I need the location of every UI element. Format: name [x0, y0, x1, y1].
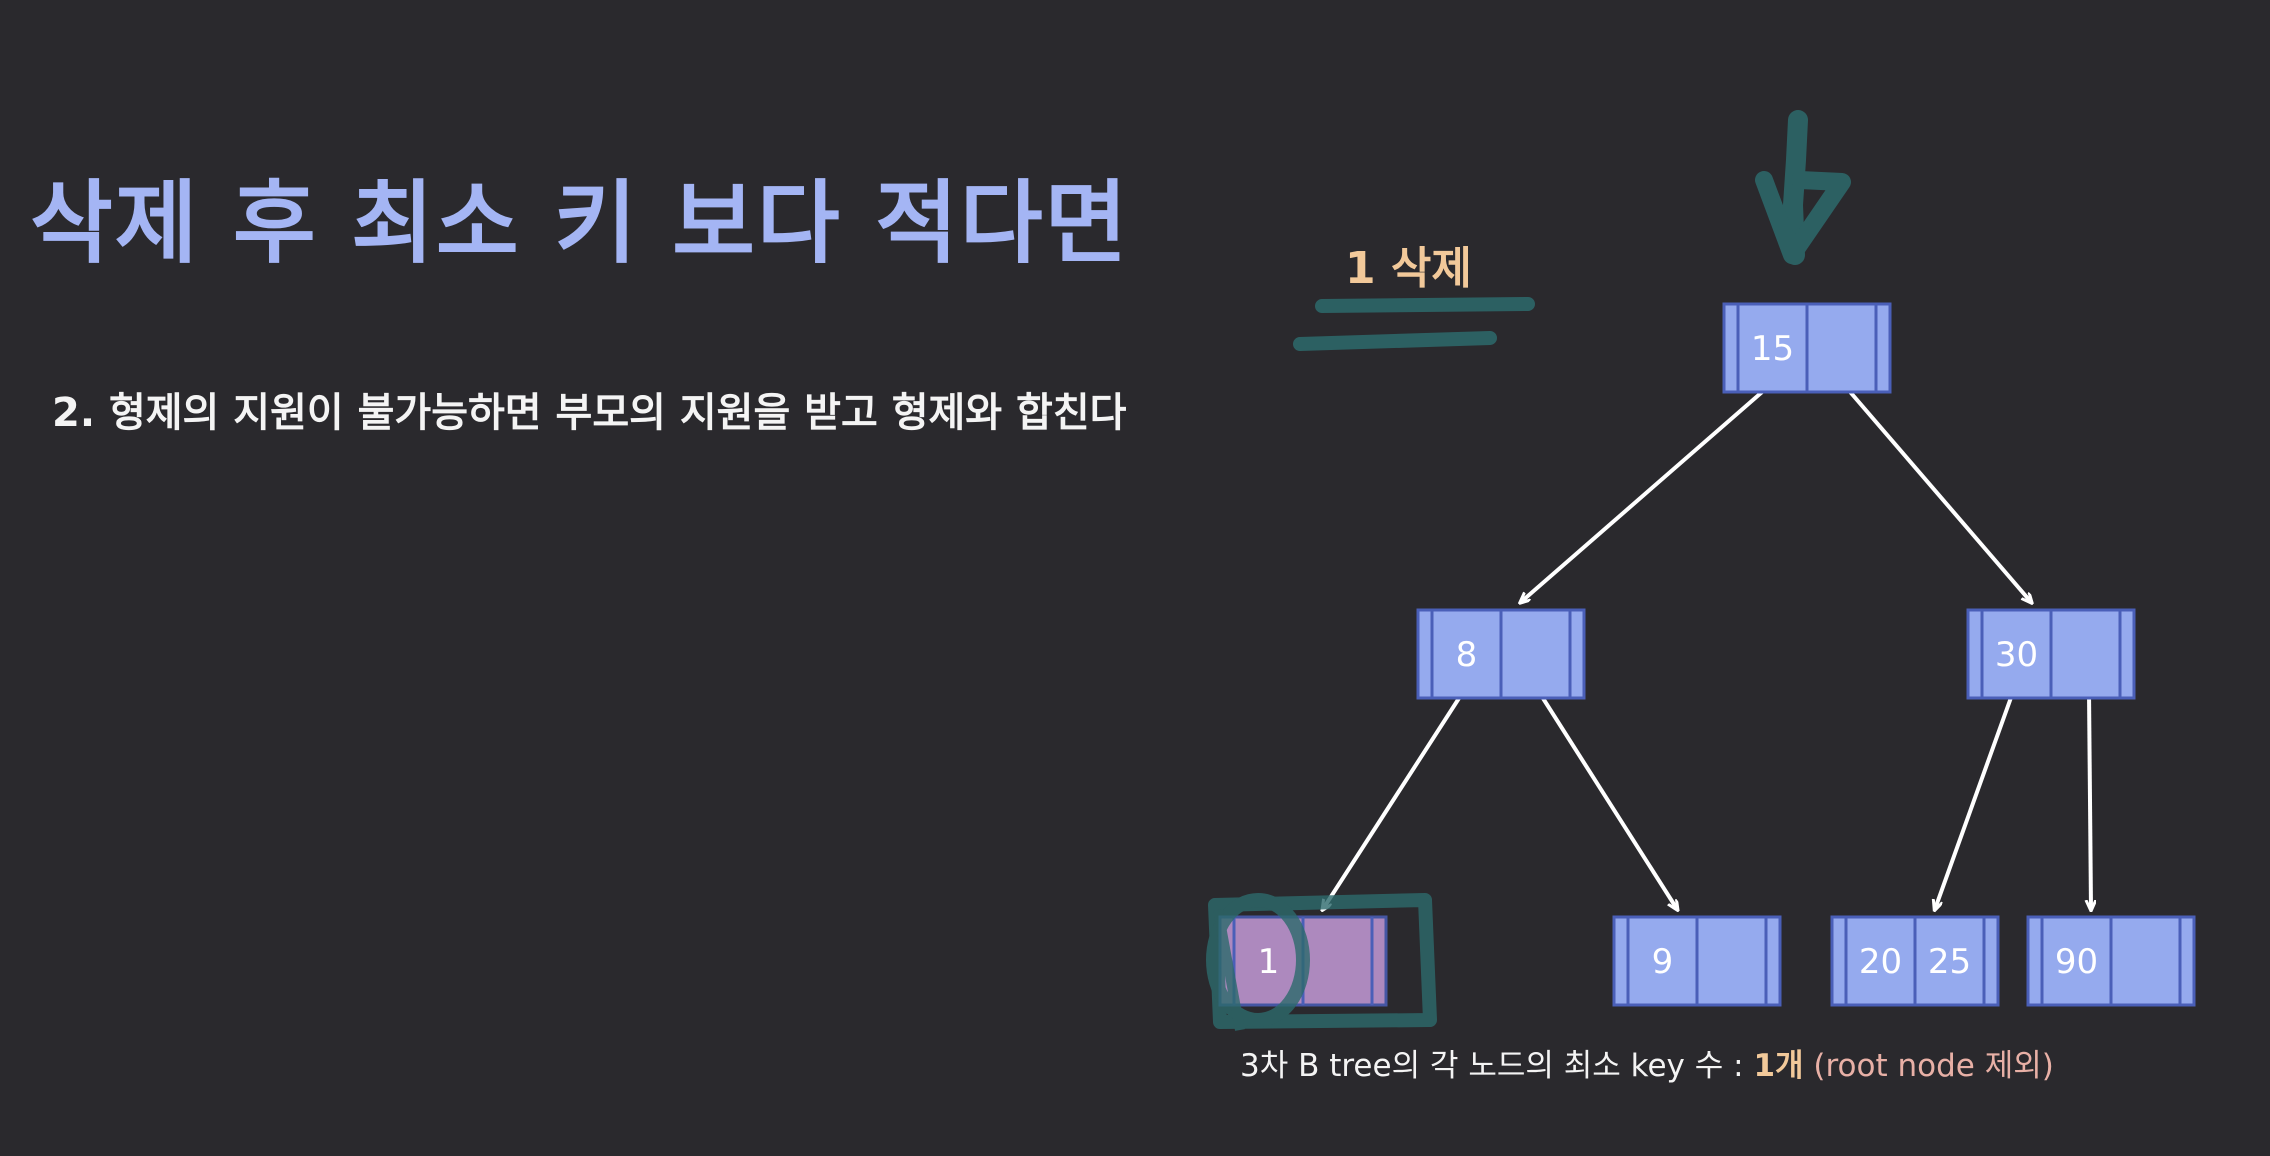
tree-edges — [1323, 384, 2091, 909]
node-key: 25 — [1928, 942, 1971, 982]
delete-annotation: 1 삭제 — [1345, 243, 1472, 294]
note-paren: (root node 제외) — [1813, 1048, 2054, 1084]
delete-scribble-marker — [1206, 893, 1437, 1031]
edge-right-to-leaf-20-25 — [1935, 691, 2015, 909]
node-key: 90 — [2055, 942, 2098, 982]
node-key: 9 — [1652, 942, 1674, 982]
edge-root-to-left — [1521, 384, 1771, 602]
node-key: 15 — [1751, 329, 1794, 369]
hand-drawn-arrow-marker — [1755, 110, 1851, 265]
edge-right-to-leaf-90 — [2089, 691, 2091, 909]
note-prefix: 3차 B tree의 각 노드의 최소 key 수 : — [1240, 1048, 1754, 1084]
edge-left-to-leaf-9 — [1537, 690, 1677, 909]
node-key: 1 — [1258, 942, 1280, 982]
node-leaf-90: 90 — [2026, 915, 2196, 1007]
edge-left-to-leaf-1 — [1323, 690, 1465, 909]
node-key: 8 — [1456, 635, 1478, 675]
node-key: 20 — [1859, 942, 1902, 982]
slide-title: 삭제 후 최소 키 보다 적다면 — [30, 171, 1130, 276]
min-key-note: 3차 B tree의 각 노드의 최소 key 수 : 1개 (root nod… — [1240, 1040, 2054, 1085]
slide-subtitle: 2. 형제의 지원이 불가능하면 부모의 지원을 받고 형제와 합친다 — [52, 390, 1127, 436]
hand-drawn-underline — [1293, 297, 1535, 351]
node-left: 8 — [1416, 608, 1586, 700]
node-leaf-9: 9 — [1612, 915, 1782, 1007]
note-count: 1개 — [1753, 1048, 1804, 1084]
node-right: 30 — [1966, 608, 2136, 700]
edge-root-to-right — [1843, 384, 2031, 602]
node-root: 15 — [1722, 302, 1892, 394]
node-key: 30 — [1995, 635, 2038, 675]
